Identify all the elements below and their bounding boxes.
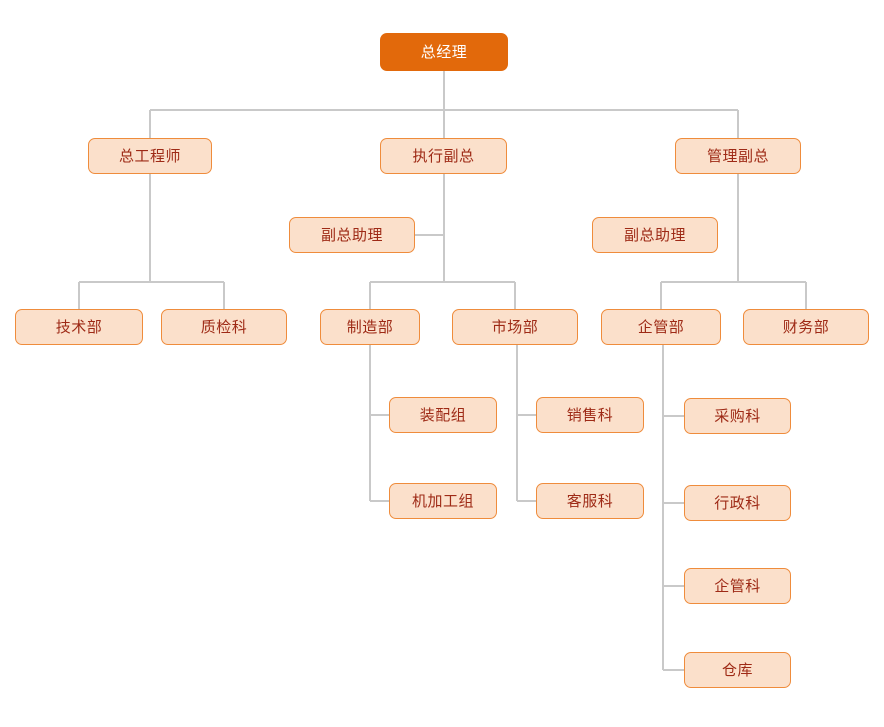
node-purchasing-section[interactable]: 采购科 — [684, 398, 791, 434]
node-quality-control-section[interactable]: 质检科 — [161, 309, 287, 345]
node-finance-dept[interactable]: 财务部 — [743, 309, 869, 345]
node-chief-engineer[interactable]: 总工程师 — [88, 138, 212, 174]
node-manufacturing-dept[interactable]: 制造部 — [320, 309, 420, 345]
node-marketing-dept[interactable]: 市场部 — [452, 309, 578, 345]
node-customer-service-section[interactable]: 客服科 — [536, 483, 644, 519]
node-gm[interactable]: 总经理 — [380, 33, 508, 71]
node-vp-assistant-left[interactable]: 副总助理 — [289, 217, 415, 253]
node-enterprise-management-section[interactable]: 企管科 — [684, 568, 791, 604]
node-vp-assistant-right[interactable]: 副总助理 — [592, 217, 718, 253]
node-enterprise-management-dept[interactable]: 企管部 — [601, 309, 721, 345]
node-assembly-team[interactable]: 装配组 — [389, 397, 497, 433]
node-sales-section[interactable]: 销售科 — [536, 397, 644, 433]
node-machining-team[interactable]: 机加工组 — [389, 483, 497, 519]
node-administration-section[interactable]: 行政科 — [684, 485, 791, 521]
node-technology-dept[interactable]: 技术部 — [15, 309, 143, 345]
node-management-vp[interactable]: 管理副总 — [675, 138, 801, 174]
node-executive-vp[interactable]: 执行副总 — [380, 138, 507, 174]
node-warehouse[interactable]: 仓库 — [684, 652, 791, 688]
